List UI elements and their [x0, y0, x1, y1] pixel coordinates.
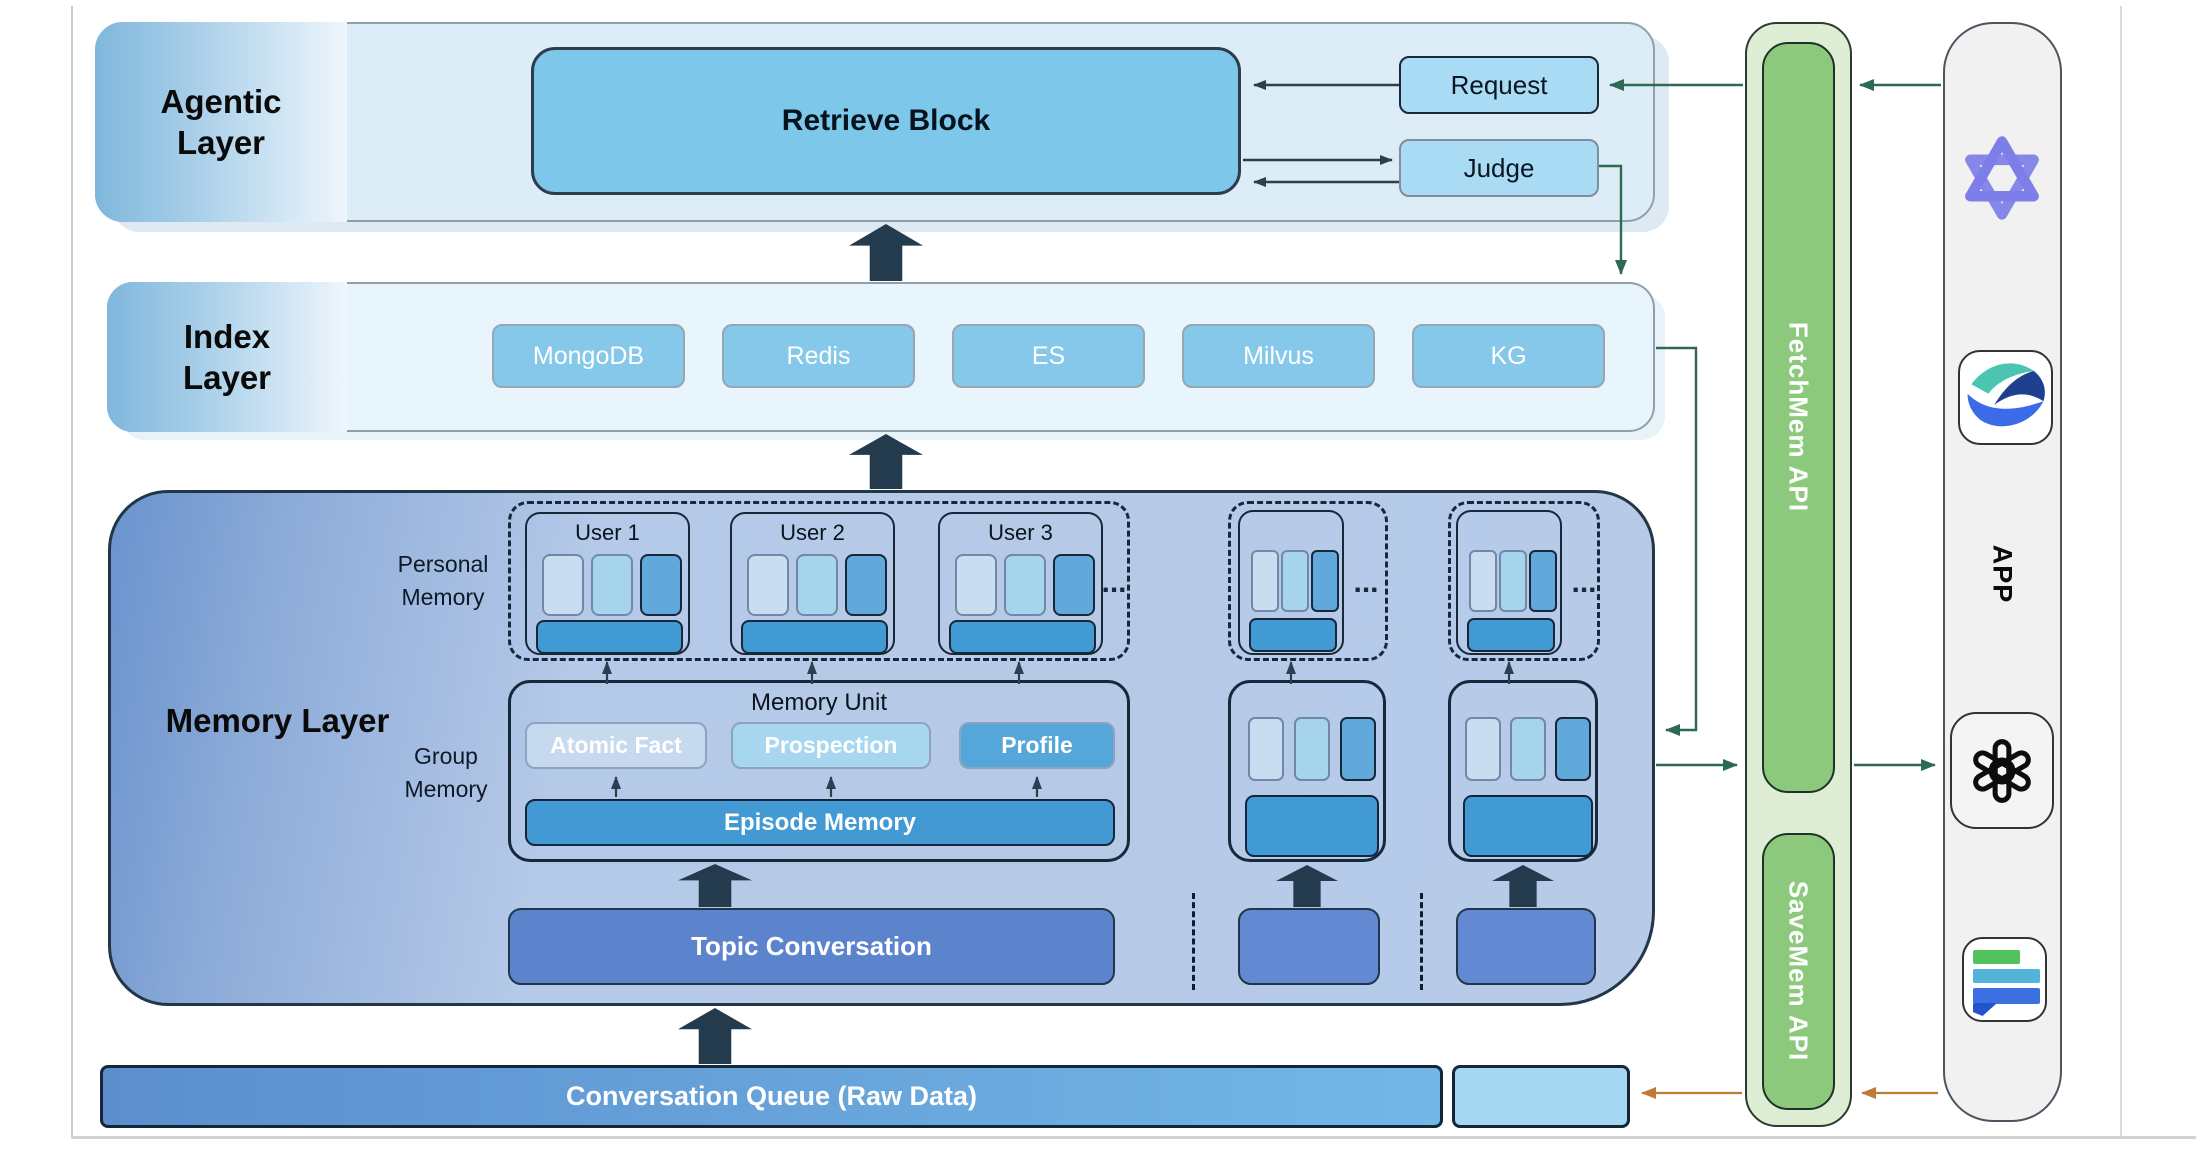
memory-chip-icon	[591, 554, 633, 616]
personal-memory-dashed-group	[508, 501, 1130, 661]
user-2-card: User 2	[730, 512, 895, 655]
index-layer-label-box: Index Layer	[107, 282, 347, 432]
ellipsis: ...	[1101, 566, 1127, 599]
group2-dashed-box	[1228, 501, 1388, 661]
savemem-api-bar	[1762, 833, 1835, 1110]
memory-chip-icon	[955, 554, 997, 616]
topic-conversation-mini-box	[1456, 908, 1596, 985]
savemem-api-label: SaveMem API	[1783, 880, 1814, 1062]
memory-chip-icon	[640, 554, 682, 616]
memory-chip-icon	[845, 554, 887, 616]
store-es: ES	[952, 324, 1145, 388]
user-2-label: User 2	[780, 520, 845, 545]
qwen-logo	[1965, 136, 2039, 220]
episode-memory-bar: Episode Memory	[525, 799, 1115, 846]
request-box: Request	[1399, 56, 1599, 114]
page-frame-bottom	[71, 1136, 2196, 1139]
memory-chip-icon	[747, 554, 789, 616]
memory-chip-icon	[1499, 550, 1527, 612]
memory-unit-box: Memory Unit	[508, 680, 1130, 862]
agentic-layer-label-box: Agentic Layer	[95, 22, 347, 222]
memory-bar-icon	[1245, 795, 1379, 857]
memory-chip-icon	[1340, 717, 1376, 781]
retrieve-block: Retrieve Block	[531, 47, 1241, 195]
store-mongodb: MongoDB	[492, 324, 685, 388]
user-3-label: User 3	[988, 520, 1053, 545]
dashed-separator	[1192, 893, 1195, 990]
memory-bar-icon	[1463, 795, 1593, 857]
group-memory-label: Group Memory	[404, 743, 488, 803]
group-unit-box	[1228, 680, 1386, 862]
agentic-layer-title: Agentic Layer	[160, 82, 282, 161]
atomic-fact-box: Atomic Fact	[525, 722, 707, 769]
prospection-box: Prospection	[731, 722, 931, 769]
memory-bar-icon	[1467, 618, 1555, 652]
index-layer-title: Index Layer	[182, 317, 272, 396]
memory-chip-icon	[1004, 554, 1046, 616]
memory-bar-icon	[949, 620, 1096, 654]
memory-chip-icon	[1555, 717, 1591, 781]
user-card-unlabeled	[1238, 510, 1344, 655]
notes-app-logo	[1962, 937, 2047, 1022]
memory-chip-icon	[1529, 550, 1557, 612]
memory-chip-icon	[1248, 717, 1284, 781]
notes-logo-green-bar	[1973, 950, 2020, 964]
up-arrow-queue-to-memory	[678, 1008, 752, 1064]
store-redis: Redis	[722, 324, 915, 388]
ellipsis: ...	[1571, 566, 1597, 599]
store-milvus: Milvus	[1182, 324, 1375, 388]
memory-chip-icon	[1469, 550, 1497, 612]
topic-conversation-mini-box	[1238, 908, 1380, 985]
user-3-card: User 3	[938, 512, 1103, 655]
fetchmem-api-bar	[1762, 42, 1835, 793]
memory-chip-icon	[542, 554, 584, 616]
profile-box: Profile	[959, 722, 1115, 769]
memory-chip-icon	[1294, 717, 1330, 781]
memory-chip-icon	[1510, 717, 1546, 781]
notes-logo-blue-bar	[1973, 988, 2040, 1004]
conversation-queue-bar: Conversation Queue (Raw Data)	[100, 1065, 1443, 1128]
memory-chip-icon	[1311, 550, 1339, 612]
memory-chip-icon	[796, 554, 838, 616]
store-kg: KG	[1412, 324, 1605, 388]
memory-unit-title: Memory Unit	[750, 689, 888, 716]
dashed-separator	[1420, 893, 1423, 990]
conversation-queue-segment	[1452, 1065, 1630, 1128]
up-arrow-memory-to-index	[849, 434, 923, 489]
up-arrow-index-to-agentic	[849, 224, 923, 281]
memory-bar-icon	[741, 620, 888, 654]
page-frame-left	[71, 6, 73, 1136]
user-1-card: User 1	[525, 512, 690, 655]
personal-memory-label: Personal Memory	[397, 551, 489, 611]
memory-bar-icon	[536, 620, 683, 654]
memory-bar-icon	[1249, 618, 1337, 652]
topic-conversation-bar: Topic Conversation	[508, 908, 1115, 985]
openai-logo	[1950, 712, 2054, 829]
memory-layer-title: Memory Layer	[165, 702, 390, 739]
ellipsis: ...	[1353, 566, 1379, 599]
notes-logo-fold	[1973, 1003, 1997, 1016]
memory-chip-icon	[1251, 550, 1279, 612]
app-panel-label: APP	[1987, 544, 2018, 604]
user-card-unlabeled	[1456, 510, 1562, 655]
memory-chip-icon	[1281, 550, 1309, 612]
group3-dashed-box	[1448, 501, 1600, 661]
arrow-index-to-memory	[1656, 346, 1698, 736]
memory-chip-icon	[1053, 554, 1095, 616]
wave-app-logo	[1958, 350, 2053, 445]
notes-logo-teal-bar	[1973, 969, 2040, 983]
page-frame-right	[2120, 6, 2122, 1136]
memory-chip-icon	[1465, 717, 1501, 781]
judge-box: Judge	[1399, 139, 1599, 197]
fetchmem-api-label: FetchMem API	[1783, 321, 1814, 513]
group-unit-box	[1448, 680, 1598, 862]
user-1-label: User 1	[575, 520, 640, 545]
